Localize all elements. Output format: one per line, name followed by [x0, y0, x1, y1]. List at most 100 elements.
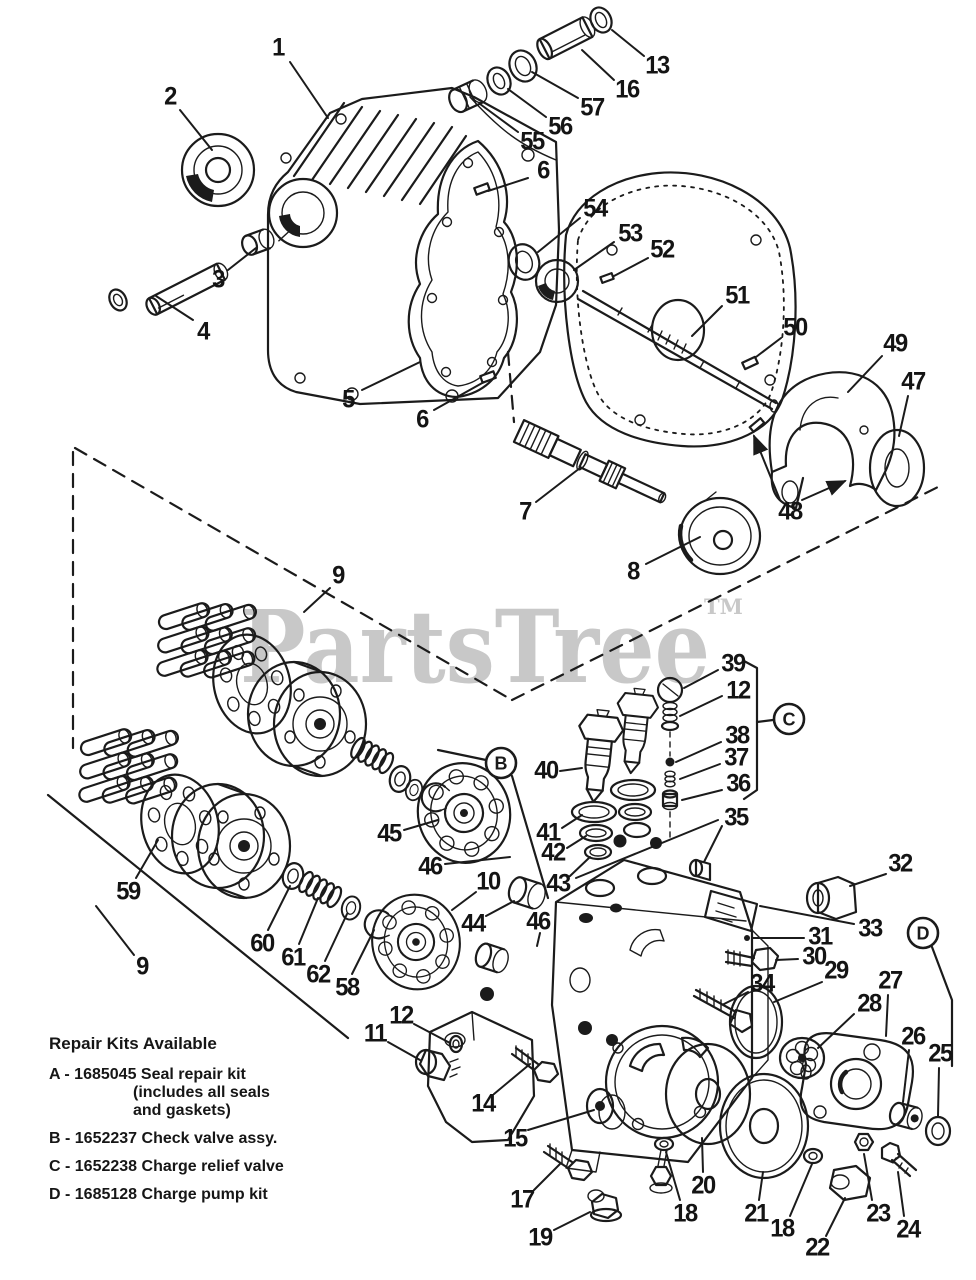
leader-line-50 [755, 337, 782, 358]
callout-20: 20 [691, 1171, 716, 1200]
callout-42: 42 [541, 838, 566, 867]
callout-11: 11 [363, 1019, 388, 1048]
housing-drawing [266, 86, 561, 406]
repair-kit-line: A - 1685045 Seal repair kit [49, 1066, 246, 1083]
check-valve-drawings [570, 685, 712, 882]
thrust-washer-drawing [868, 428, 926, 508]
leader-line-52 [613, 257, 649, 277]
callout-9: 9 [332, 561, 345, 590]
leader-line-55 [479, 103, 519, 133]
callout-43: 43 [546, 869, 571, 898]
bushing-drawing [241, 228, 290, 256]
leader-line-5 [361, 361, 421, 391]
leader-line-38 [675, 741, 722, 763]
callout-46: 46 [418, 852, 443, 881]
repair-kit-item-A: A - 1685045 Seal repair kit(includes all… [49, 1065, 284, 1120]
input-bearing-drawing [180, 132, 256, 208]
leader-line-54 [537, 217, 581, 253]
svg-text:B: B [495, 754, 508, 774]
callout-34: 34 [750, 969, 775, 998]
leader-line-14 [493, 1063, 531, 1095]
bushing-drawing [474, 942, 509, 974]
center-section-drawing [550, 858, 769, 1173]
bushing-26-drawing [888, 1101, 923, 1131]
plug-drawing [480, 987, 494, 1001]
nut-23-drawing [853, 1132, 875, 1152]
callout-29: 29 [824, 956, 849, 985]
plug-11-drawing [414, 1048, 461, 1082]
callout-47: 47 [901, 367, 926, 396]
callout-61: 61 [281, 943, 306, 972]
leader-line-6 [433, 381, 485, 411]
leader-line-45 [403, 819, 439, 831]
callout-23: 23 [866, 1199, 891, 1228]
callout-41: 41 [536, 818, 561, 847]
leader-lines-layer [95, 29, 940, 1237]
shaft-drawing [145, 262, 229, 316]
leader-line-22 [825, 1197, 846, 1237]
watermark-tm: TM [704, 594, 743, 619]
leader-line-46 [536, 932, 541, 947]
leader-line-10 [451, 891, 477, 911]
repair-kit-item-D: D - 1685128 Charge pump kit [49, 1185, 284, 1204]
callout-38: 38 [725, 721, 750, 750]
ref-circle-D: D [906, 916, 940, 950]
leader-line-28 [817, 1013, 855, 1049]
leader-line-20 [701, 1137, 704, 1173]
bolt-17-drawing [542, 1143, 594, 1182]
leader-line-17 [533, 1163, 561, 1191]
leader-line-41 [561, 814, 583, 829]
bushing-drawing [507, 876, 546, 910]
callout-4: 4 [197, 317, 210, 346]
callout-6: 6 [537, 156, 550, 185]
callout-40: 40 [534, 756, 559, 785]
needle-bushing-drawing [448, 79, 488, 114]
charge-pump-housing-drawing [799, 1032, 914, 1131]
dowel-pin-drawing [473, 182, 491, 196]
leader-line-12 [679, 695, 723, 717]
leader-line-18 [665, 1151, 681, 1201]
leader-line-46 [444, 856, 511, 865]
washer-21-drawing [718, 1072, 810, 1180]
callout-19: 19 [528, 1223, 553, 1252]
bolt-34-drawing [692, 988, 754, 1034]
callout-5: 5 [342, 385, 355, 414]
ball-bearing-flange-drawing [362, 885, 470, 999]
callout-10: 10 [476, 867, 501, 896]
callout-55: 55 [520, 127, 545, 156]
callout-25: 25 [928, 1039, 953, 1068]
leader-line-35 [575, 819, 719, 879]
o-ring-18-drawing [802, 1147, 824, 1165]
leader-line-9 [95, 905, 135, 956]
bolt-24-drawing [880, 1141, 918, 1178]
svg-text:C: C [783, 710, 796, 730]
leader-line-49 [847, 355, 883, 393]
callout-8: 8 [627, 557, 640, 586]
callout-50: 50 [783, 313, 808, 342]
pin-31-drawing [744, 935, 750, 941]
repair-kits-list: A - 1685045 Seal repair kit(includes all… [49, 1065, 284, 1204]
callout-31: 31 [808, 922, 833, 951]
callout-13: 13 [645, 51, 670, 80]
callout-14: 14 [471, 1089, 496, 1118]
leader-line-8 [645, 536, 701, 565]
leader-line-9 [303, 587, 331, 613]
callout-59: 59 [116, 877, 141, 906]
pin-drawing [599, 272, 615, 284]
leader-line-48 [801, 480, 847, 501]
gerotor-drawing [778, 1036, 826, 1080]
o-ring-drawing [108, 288, 128, 312]
ref-circle-C: C [772, 702, 806, 736]
o-ring-12-drawing [448, 1034, 464, 1054]
leader-line-34 [723, 991, 749, 1005]
callout-60: 60 [250, 929, 275, 958]
callout-39: 39 [721, 649, 746, 678]
leader-line-40 [559, 767, 583, 772]
stud-18-drawing [649, 1136, 675, 1194]
leader-line-1 [289, 61, 329, 119]
callout-54: 54 [583, 194, 608, 223]
plug-22-drawing [828, 1164, 872, 1202]
leader-line-43 [569, 856, 591, 877]
leader-line-37 [679, 763, 721, 780]
